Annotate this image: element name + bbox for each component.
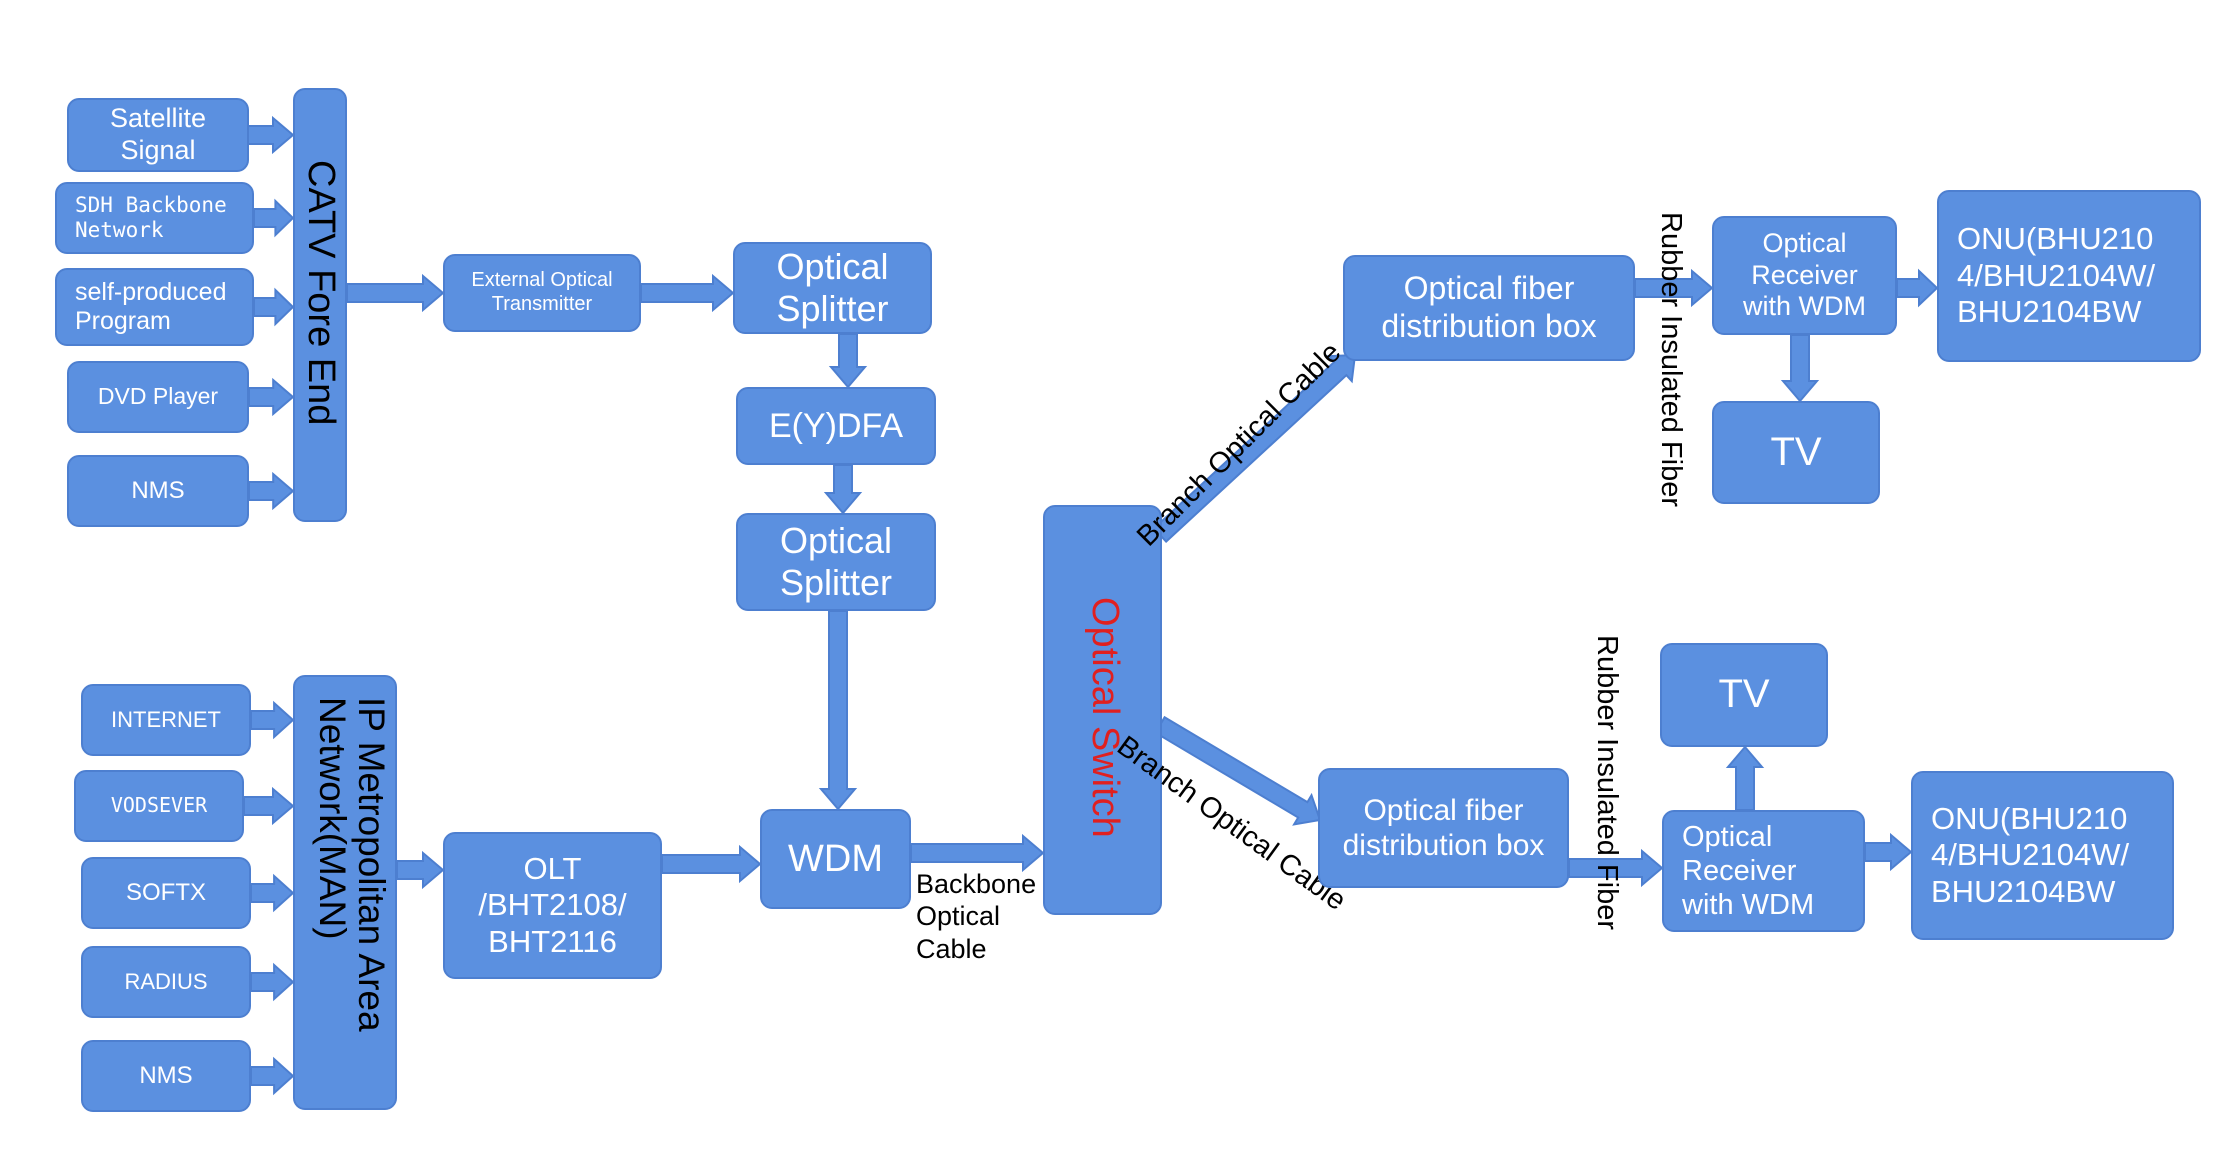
- tv-lower-box: TV: [1660, 643, 1828, 747]
- arrow-receiver-to-tv-upper: [1780, 334, 1820, 403]
- rubber-insulated-fiber-upper-label: Rubber Insulated Fiber: [1655, 212, 1687, 507]
- arrow-receiver-to-onu-lower: [1864, 832, 1913, 872]
- arrow-man-to-olt: [396, 850, 445, 890]
- optical-receiver-upper-box: Optical Receiver with WDM: [1712, 216, 1897, 335]
- catv-fore-end-box: [293, 88, 347, 522]
- ip-man-label: IP Metropolitan Area Network(MAN): [312, 697, 392, 1032]
- arrow-wdm-to-switch: [910, 833, 1045, 873]
- arrow-catv-to-transmitter: [346, 273, 445, 313]
- arrow-receiver-to-tv-lower: [1725, 745, 1765, 811]
- tv-upper-box: TV: [1712, 401, 1880, 504]
- arrow-vodsever: [243, 786, 295, 826]
- eydfa-box: E(Y)DFA: [736, 387, 936, 465]
- arrow-catv-nms: [248, 471, 295, 511]
- self-produced-program-box: self-produced Program: [55, 268, 254, 346]
- arrow-eydfa-to-splitter: [823, 464, 863, 515]
- wdm-box: WDM: [760, 809, 911, 909]
- catv-fore-end-label: CATV Fore End: [300, 160, 342, 426]
- arrow-receiver-to-onu-upper: [1896, 268, 1939, 308]
- arrow-softx: [250, 873, 295, 913]
- onu-upper-box: ONU(BHU210 4/BHU2104W/ BHU2104BW: [1937, 190, 2201, 362]
- internet-box: INTERNET: [81, 684, 251, 756]
- softx-box: SOFTX: [81, 857, 251, 929]
- optical-fiber-distribution-box-upper: Optical fiber distribution box: [1343, 255, 1635, 361]
- optical-splitter-mid-box: Optical Splitter: [736, 513, 936, 611]
- vodsever-box: VODSEVER: [74, 770, 244, 842]
- arrow-radius: [250, 962, 295, 1002]
- optical-fiber-distribution-box-lower: Optical fiber distribution box: [1318, 768, 1569, 888]
- arrow-dvd: [248, 377, 295, 417]
- sdh-backbone-box: SDH Backbone Network: [55, 182, 254, 254]
- arrow-transmitter-to-splitter: [640, 273, 735, 313]
- ip-nms-box: NMS: [81, 1040, 251, 1112]
- satellite-signal-box: Satellite Signal: [67, 98, 249, 172]
- optical-splitter-top-box: Optical Splitter: [733, 242, 932, 334]
- optical-switch-label: Optical Switch: [1084, 597, 1126, 838]
- backbone-optical-cable-label: Backbone Optical Cable: [916, 869, 1037, 964]
- catv-nms-box: NMS: [67, 455, 249, 527]
- external-optical-transmitter-box: External Optical Transmitter: [443, 254, 641, 332]
- arrow-splitter-to-wdm: [818, 610, 858, 811]
- arrow-internet: [250, 700, 295, 740]
- ip-man-box: [293, 675, 397, 1110]
- olt-box: OLT /BHT2108/ BHT2116: [443, 832, 662, 979]
- rubber-insulated-fiber-lower-label: Rubber Insulated Fiber: [1591, 635, 1623, 930]
- optical-switch-box: [1043, 505, 1162, 915]
- onu-lower-box: ONU(BHU210 4/BHU2104W/ BHU2104BW: [1911, 771, 2174, 940]
- optical-receiver-lower-box: Optical Receiver with WDM: [1662, 810, 1865, 932]
- arrow-self-produced: [253, 287, 295, 327]
- arrow-sdh: [253, 198, 295, 238]
- radius-box: RADIUS: [81, 946, 251, 1018]
- dvd-player-box: DVD Player: [67, 361, 249, 433]
- arrow-ip-nms: [250, 1056, 295, 1096]
- branch-optical-cable-upper-label: Branch Optical Cable: [1131, 336, 1348, 553]
- arrow-olt-to-wdm: [661, 844, 762, 884]
- arrow-splitter-to-eydfa: [828, 333, 868, 389]
